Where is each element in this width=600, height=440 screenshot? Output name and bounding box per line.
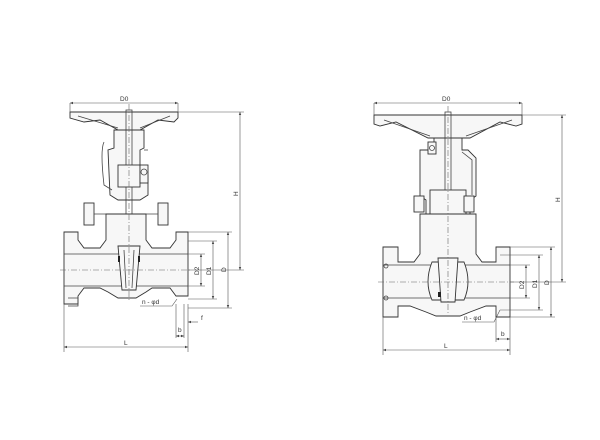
label-l: L [124, 340, 128, 347]
label-b: b [501, 331, 505, 338]
label-d0: D0 [442, 96, 451, 103]
label-d2: D2 [194, 266, 201, 275]
label-h: H [555, 197, 562, 202]
label-l: L [444, 343, 448, 350]
label-holes: n - φd [142, 299, 160, 306]
handwheel [373, 114, 523, 139]
label-f: f [201, 315, 203, 322]
right-valve: D0 H D D1 D2 n - φd b L [373, 96, 566, 355]
label-d: D [221, 267, 228, 272]
label-d1: D1 [532, 279, 539, 288]
label-b: b [178, 327, 182, 334]
leader-holes [140, 298, 178, 307]
gland-bolt [139, 164, 149, 184]
leader-holes [462, 309, 501, 323]
label-d2: D2 [519, 280, 526, 289]
wedge [117, 245, 141, 291]
left-valve: D0 H D D1 D2 n - φd f b L [60, 96, 244, 352]
label-d1: D1 [206, 266, 213, 275]
gland-bolts [413, 141, 475, 213]
label-h: H [233, 191, 240, 196]
handwheel [69, 111, 179, 131]
label-d: D [544, 280, 551, 285]
label-holes: n - φd [464, 315, 482, 322]
label-d0: D0 [120, 96, 129, 103]
